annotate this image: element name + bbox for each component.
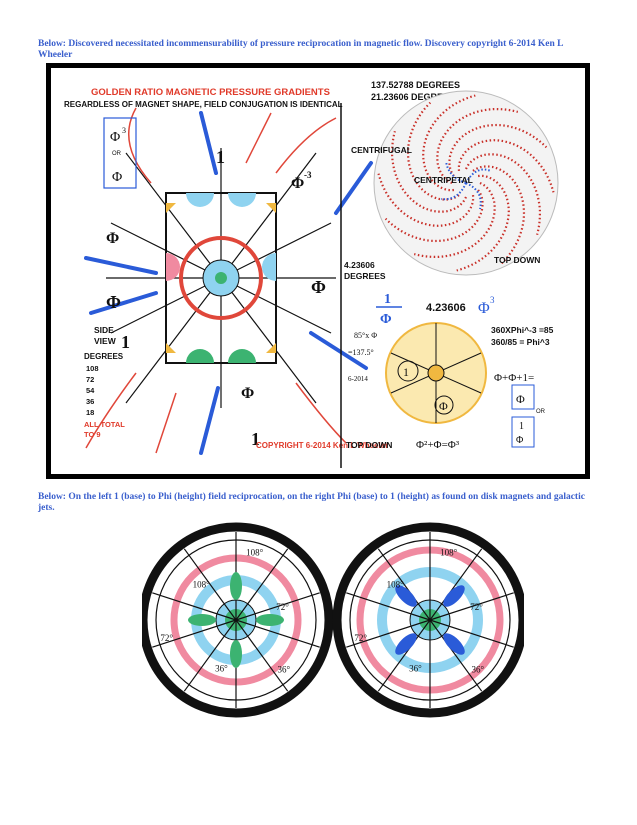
spiral-arm bbox=[457, 139, 555, 193]
left-one: 1 bbox=[121, 332, 130, 352]
angle-label: 36° bbox=[472, 665, 485, 675]
degrees-header: DEGREES bbox=[84, 352, 124, 361]
svg-text:Φ: Φ bbox=[110, 130, 120, 145]
spiral-disk bbox=[373, 90, 559, 276]
top-down-disk bbox=[385, 322, 487, 424]
angle-label: 36° bbox=[278, 665, 291, 675]
magnetic-gradient-diagram: GOLDEN RATIO MAGNETIC PRESSURE GRADIENTS… bbox=[46, 63, 590, 479]
spiral-arm bbox=[436, 108, 519, 184]
diagram-title: GOLDEN RATIO MAGNETIC PRESSURE GRADIENTS bbox=[91, 87, 330, 98]
spiral-arm bbox=[448, 123, 548, 177]
angle-label: 108° bbox=[246, 547, 264, 557]
deg-label: DEGREES bbox=[344, 271, 386, 281]
svg-text:Φ: Φ bbox=[516, 435, 523, 446]
bottom-one: 1 bbox=[251, 429, 260, 449]
spiral-arm bbox=[384, 189, 484, 243]
degree-item: 108 bbox=[86, 364, 99, 373]
centripetal-label: CENTRIPETAL bbox=[414, 175, 473, 185]
total-line-1: ALL TOTAL bbox=[84, 420, 125, 429]
disk-one: 1 bbox=[403, 365, 409, 379]
right-disk: 108° 72° 36° 36° 72° 108° bbox=[332, 522, 528, 718]
spiral-arm bbox=[377, 173, 475, 227]
minus3-exponent: -3 bbox=[304, 170, 312, 180]
big-phi: Φ bbox=[478, 300, 490, 317]
degree-item: 18 bbox=[86, 408, 94, 417]
angle-1: 137.52788 DEGREES bbox=[371, 80, 460, 90]
degree-item: 54 bbox=[86, 386, 95, 395]
svg-text:Φ: Φ bbox=[516, 392, 525, 406]
disk-phi: Φ bbox=[439, 399, 448, 413]
spiral-arm bbox=[422, 94, 476, 192]
deg-value: 4.23606 bbox=[344, 260, 375, 270]
angle-label: 36° bbox=[409, 663, 422, 673]
pressure-ring bbox=[179, 236, 263, 320]
upper-left-phi: Φ bbox=[106, 230, 119, 247]
svg-text:OR: OR bbox=[112, 151, 122, 157]
degrees-list: 108 72 54 36 18 bbox=[86, 364, 99, 417]
angle-label: 108° bbox=[387, 580, 405, 590]
degree-item: 36 bbox=[86, 397, 94, 406]
left-disk: 108° 72° 36° 36° 72° 108° bbox=[138, 522, 334, 718]
angle-label: 36° bbox=[215, 663, 228, 673]
core-center bbox=[215, 272, 227, 284]
top-caption: Below: Discovered necessitated incommens… bbox=[38, 39, 563, 60]
left-phi: Φ bbox=[106, 292, 121, 312]
formula-2: 360/85 = Phi^3 bbox=[491, 337, 550, 347]
centrifugal-label: CENTRIFUGAL bbox=[351, 145, 412, 155]
svg-text:1: 1 bbox=[519, 421, 524, 432]
svg-text:3: 3 bbox=[122, 126, 126, 135]
total-line-2: TO 9 bbox=[84, 430, 101, 439]
diagram-canvas: GOLDEN RATIO MAGNETIC PRESSURE GRADIENTS… bbox=[51, 68, 585, 474]
phi-equation-2: Φ²+Φ=Φ³ bbox=[416, 439, 460, 451]
spiral-arm bbox=[472, 165, 526, 265]
angle-2: 21.23606 DEGREES (X2) bbox=[371, 92, 475, 102]
red-flow-arrows bbox=[85, 107, 347, 454]
spiral-arm bbox=[406, 101, 460, 201]
right-phi: Φ bbox=[311, 277, 326, 297]
copyright-text: COPYRIGHT 6-2014 Ken L Wheeler bbox=[256, 441, 388, 450]
spiral-arm bbox=[465, 153, 541, 236]
bottom-caption: Below: On the left 1 (base) to Phi (heig… bbox=[38, 492, 585, 513]
spiral-arm bbox=[391, 130, 467, 213]
diagram-subtitle: REGARDLESS OF MAGNET SHAPE, FIELD CONJUG… bbox=[64, 100, 343, 109]
note-date: 6-2014 bbox=[348, 375, 368, 383]
angle-label: 72° bbox=[354, 633, 367, 643]
svg-text:Φ: Φ bbox=[380, 312, 392, 327]
one-over-phi-cubed: 1 Φ bbox=[376, 292, 402, 327]
top-down-label-right: TOP DOWN bbox=[494, 255, 540, 265]
phi-cubed-boxes: Φ OR 1 Φ bbox=[511, 384, 546, 448]
big-phi-exp: 3 bbox=[490, 295, 495, 305]
disk-comparison-diagrams: 108° 72° 36° 36° 72° 108° 108° 72° 36° 36° 72° 108° bbox=[138, 520, 528, 720]
side-symbols: 1 Φ Φ Φ Φ Φ -3 1 1 bbox=[106, 147, 326, 449]
top-one: 1 bbox=[216, 147, 225, 167]
side-view-diagram bbox=[106, 148, 336, 408]
disks-canvas: 108° 72° 36° 36° 72° 108° 108° 72° 36° 36° 72° 108° bbox=[138, 522, 528, 718]
angle-label: 108° bbox=[440, 547, 458, 557]
spiral-arm bbox=[456, 174, 510, 272]
svg-text:OR: OR bbox=[536, 409, 546, 415]
angle-label: 72° bbox=[276, 602, 289, 612]
side-label-1: SIDE bbox=[94, 325, 114, 335]
big-value: 4.23606 bbox=[426, 302, 466, 314]
angle-label: 108° bbox=[193, 580, 211, 590]
note-137: =137.5° bbox=[348, 348, 374, 357]
phi-equation: Φ+Φ+1= bbox=[494, 372, 534, 384]
phi-cubed-box: Φ 3 OR Φ bbox=[103, 117, 137, 189]
top-down-label-bottom: TOP DOWN bbox=[346, 440, 392, 450]
blue-flow-arrows bbox=[84, 111, 373, 455]
note-85: 85°x Φ bbox=[354, 331, 377, 340]
svg-text:1: 1 bbox=[384, 292, 391, 307]
bottom-phi: Φ bbox=[241, 385, 254, 402]
angle-label: 72° bbox=[160, 633, 173, 643]
degree-item: 72 bbox=[86, 375, 94, 384]
phi-minus3: Φ bbox=[291, 175, 304, 192]
angle-label: 72° bbox=[470, 602, 483, 612]
formula-1: 360XPhi^-3 =85 bbox=[491, 325, 554, 335]
svg-text:Φ: Φ bbox=[112, 170, 122, 185]
side-label-2: VIEW bbox=[94, 336, 117, 346]
spiral-arm bbox=[413, 182, 496, 258]
